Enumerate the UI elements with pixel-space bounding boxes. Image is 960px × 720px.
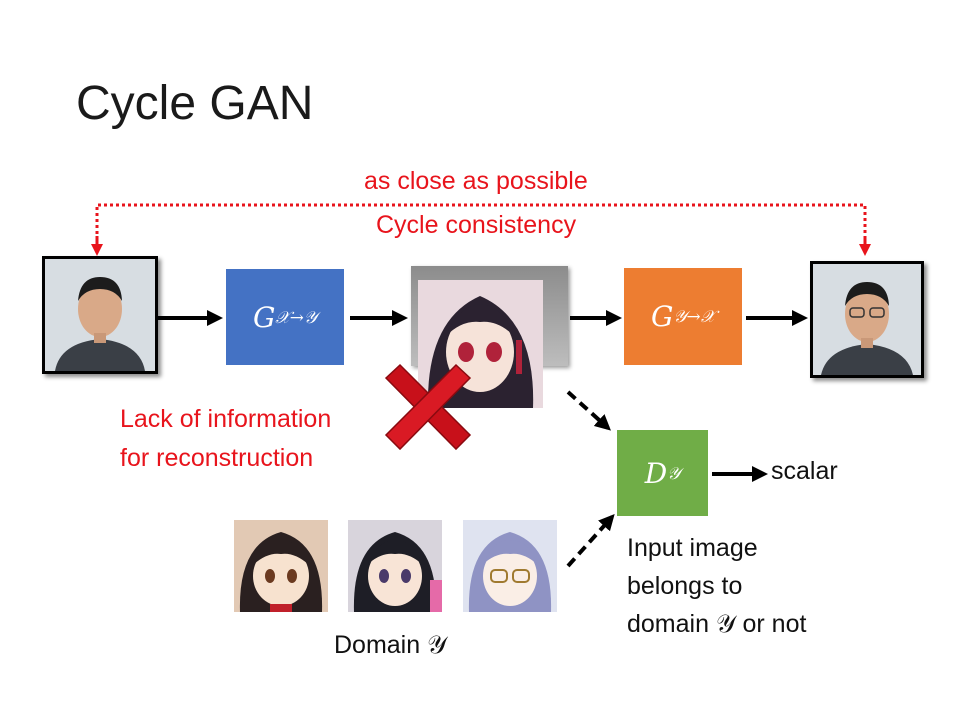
generator-y-to-x-symbol: G <box>650 300 674 333</box>
domain-sample-1 <box>234 520 328 612</box>
generator-y-to-x-subscript: 𝒴→𝒳 <box>673 306 716 326</box>
domain-y-label: Domain 𝒴 <box>334 631 447 659</box>
close-as-possible-label: as close as possible <box>364 167 588 195</box>
generator-x-to-y-symbol: G <box>252 300 276 334</box>
arrow-domain-to-discriminator <box>566 514 615 568</box>
scalar-label: scalar <box>771 457 838 485</box>
anime-face-icon <box>234 520 328 612</box>
domain-sample-3 <box>463 520 557 612</box>
slide-title: Cycle GAN <box>76 77 314 130</box>
person-photo-icon <box>45 259 155 371</box>
domain-sample-2 <box>348 520 442 612</box>
disc-desc-line-1: Input image <box>627 534 758 562</box>
cross-icon <box>384 363 472 451</box>
lack-info-line-2: for reconstruction <box>120 444 314 472</box>
cycle-consistency-bracket <box>95 203 867 246</box>
arrow-generated-to-discriminator <box>566 390 611 431</box>
generator-x-to-y-subscript: 𝒳→𝒴 <box>275 306 318 327</box>
input-photo <box>42 256 158 374</box>
cycle-consistency-label: Cycle consistency <box>376 211 577 239</box>
person-photo-icon <box>813 264 921 375</box>
disc-desc-line-2: belongs to <box>627 572 743 600</box>
discriminator-subscript: 𝒴 <box>667 462 681 483</box>
reconstructed-photo <box>810 261 924 378</box>
discriminator-symbol: D <box>644 456 668 490</box>
disc-desc-line-3: domain 𝒴 or not <box>627 610 807 638</box>
anime-face-icon <box>348 520 442 612</box>
lack-info-line-1: Lack of information <box>120 405 332 433</box>
anime-face-icon <box>463 520 557 612</box>
